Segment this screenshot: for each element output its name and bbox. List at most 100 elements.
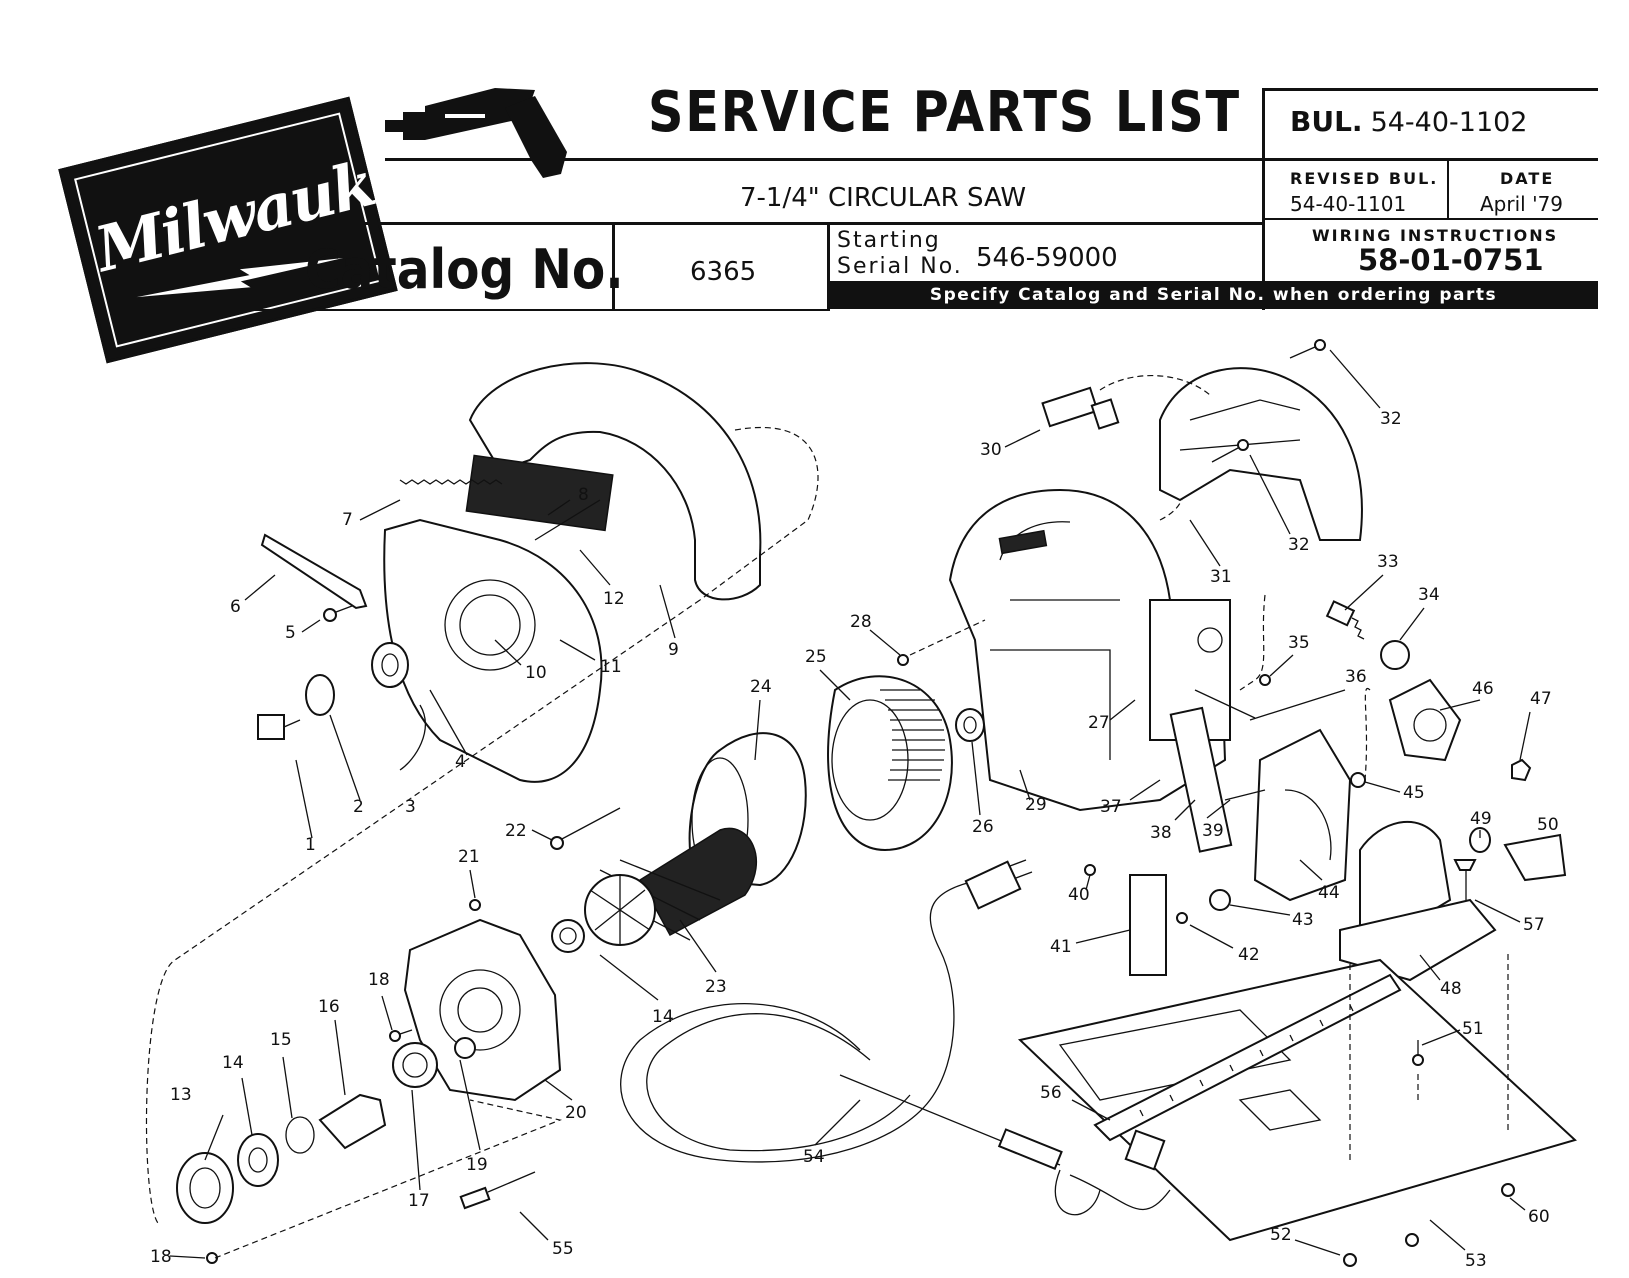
screw	[1259, 674, 1271, 686]
callout-18b: 18	[150, 1247, 172, 1267]
callout-18: 18	[368, 970, 390, 990]
screw	[1405, 1233, 1419, 1247]
drill-icon	[385, 88, 567, 178]
callout-8: 8	[578, 485, 589, 505]
bolt	[1224, 789, 1266, 801]
product-name: 7-1/4" CIRCULAR SAW	[740, 183, 1027, 213]
bearing	[955, 708, 985, 742]
pivot-bracket	[1253, 728, 1352, 902]
callout-12: 12	[603, 589, 625, 609]
spindle-bearing	[237, 1133, 279, 1187]
callout-38: 38	[1150, 823, 1172, 843]
motor-housing	[948, 488, 1231, 812]
callout-40: 40	[1068, 885, 1090, 905]
callout-49: 49	[1470, 809, 1492, 829]
callout-50: 50	[1537, 815, 1559, 835]
leader-lines	[169, 349, 1531, 1259]
revised-bulletin-value: 54-40-1101	[1290, 192, 1407, 216]
callout-28: 28	[850, 612, 872, 632]
callout-41: 41	[1050, 937, 1072, 957]
bolt	[1194, 689, 1256, 719]
callout-60: 60	[1528, 1207, 1550, 1227]
callout-22: 22	[505, 821, 527, 841]
callout-1: 1	[305, 835, 316, 855]
screw	[1501, 1183, 1515, 1197]
starting-serial-label: Starting Serial No.	[837, 228, 963, 279]
callout-55: 55	[552, 1239, 574, 1259]
date-label: DATE	[1500, 169, 1555, 188]
callout-52: 52	[1270, 1225, 1292, 1245]
screw	[206, 1252, 218, 1264]
catalog-label: Catalog No.	[305, 238, 624, 301]
callout-46: 46	[1472, 679, 1494, 699]
callout-17: 17	[408, 1191, 430, 1211]
callout-36: 36	[1345, 667, 1367, 687]
callout-3: 3	[405, 797, 416, 817]
nut	[897, 654, 909, 666]
long-screw	[559, 807, 621, 841]
callout-labels: 1 2 3 3 4 5 6 7 8 9 10 11 12 13 14 14 15…	[150, 409, 1559, 1271]
callout-14b: 14	[652, 1007, 674, 1027]
screw	[469, 899, 481, 911]
callout-5: 5	[285, 623, 296, 643]
callout-15: 15	[270, 1030, 292, 1050]
brush-cap	[1380, 640, 1410, 670]
callout-7: 7	[342, 510, 353, 530]
catalog-number: 6365	[690, 257, 757, 287]
bearing-cap	[176, 1152, 234, 1224]
screw	[323, 605, 353, 622]
callout-30: 30	[980, 440, 1002, 460]
callout-4: 4	[455, 752, 466, 772]
washer	[371, 642, 409, 688]
carbon-brush	[1325, 600, 1365, 640]
upper-blade-guard	[465, 362, 819, 601]
revised-bulletin-label: REVISED BUL.	[1290, 169, 1439, 188]
callout-14: 14	[222, 1053, 244, 1073]
upper-housing	[1159, 367, 1363, 541]
callout-9: 9	[668, 640, 679, 660]
wing-nut	[1453, 859, 1477, 900]
bulletin-number: BUL.54-40-1102	[1290, 105, 1528, 138]
blade-bolt	[257, 714, 301, 740]
screw	[1289, 339, 1326, 359]
guard-lever	[260, 533, 368, 610]
callout-29: 29	[1025, 795, 1047, 815]
callout-34: 34	[1418, 585, 1440, 605]
wiring-label: WIRING INSTRUCTIONS	[1312, 226, 1559, 245]
callout-47: 47	[1530, 689, 1552, 709]
callout-54: 54	[803, 1147, 825, 1167]
callout-56: 56	[1040, 1083, 1062, 1103]
order-note: Specify Catalog and Serial No. when orde…	[829, 281, 1598, 309]
callout-32: 32	[1380, 409, 1402, 429]
nut	[1511, 758, 1532, 782]
date-value: April '79	[1480, 192, 1564, 216]
callout-37: 37	[1100, 797, 1122, 817]
knob	[1209, 889, 1231, 911]
rip-fence	[1093, 973, 1402, 1171]
callout-26: 26	[972, 817, 994, 837]
callout-57: 57	[1523, 915, 1545, 935]
bevel-knob	[1503, 833, 1567, 882]
armature	[584, 827, 757, 946]
blade-flange	[305, 674, 335, 716]
blade-guard-plate	[1129, 874, 1167, 976]
callout-21: 21	[458, 847, 480, 867]
callout-6: 6	[230, 597, 241, 617]
callout-16: 16	[318, 997, 340, 1017]
lightning-bolt-icon	[136, 257, 344, 298]
callout-33: 33	[1377, 552, 1399, 572]
callout-45: 45	[1403, 783, 1425, 803]
wiring-value: 58-01-0751	[1358, 243, 1544, 277]
callout-35: 35	[1288, 633, 1310, 653]
screw	[1343, 1253, 1357, 1267]
bulletin-header: Milwaukee SERVICE PARTS LIST BUL.54-40-1…	[0, 0, 1629, 364]
callout-24: 24	[750, 677, 772, 697]
field-assembly	[827, 675, 953, 852]
depth-knob	[1388, 678, 1462, 762]
power-cord	[620, 859, 1171, 1216]
callout-10: 10	[525, 663, 547, 683]
screw	[389, 1029, 413, 1042]
screw	[1176, 912, 1188, 924]
callout-51: 51	[1462, 1019, 1484, 1039]
